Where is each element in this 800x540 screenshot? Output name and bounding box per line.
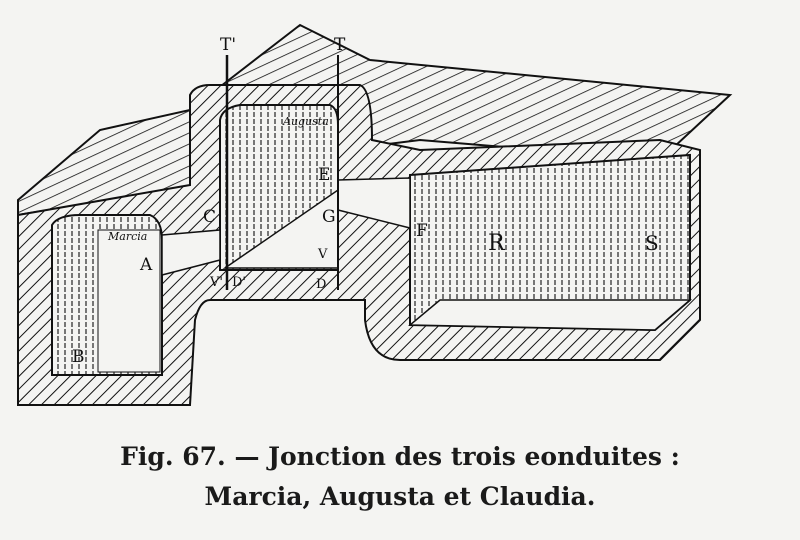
marcia-inner	[97, 229, 161, 373]
label-t-prime: T'	[220, 35, 236, 55]
label-v-prime: V'	[209, 275, 223, 290]
label-d-prime: D'	[232, 275, 246, 290]
label-b: B	[72, 347, 85, 367]
label-c: C	[203, 207, 216, 227]
label-marcia: Marcia	[107, 230, 147, 243]
label-v: V	[317, 247, 328, 262]
label-e: E	[318, 165, 330, 185]
pipe-marcia	[161, 229, 221, 276]
figure-caption-line-2: Marcia, Augusta et Claudia.	[204, 482, 596, 511]
label-d: D	[316, 277, 326, 292]
label-augusta: Augusta	[282, 115, 329, 128]
label-a: A	[139, 255, 153, 275]
label-f: F	[416, 221, 428, 241]
label-s: S	[645, 231, 659, 255]
channel-floor	[407, 299, 693, 331]
conduit-junction-diagram: T' T Augusta Marcia E C G F A B R S V V'…	[17, 23, 733, 406]
label-t: T	[334, 35, 346, 55]
label-r: R	[488, 231, 506, 256]
figure-caption-line-1: Fig. 67. — Jonction des trois eonduites …	[120, 442, 680, 471]
label-g: G	[322, 207, 336, 227]
